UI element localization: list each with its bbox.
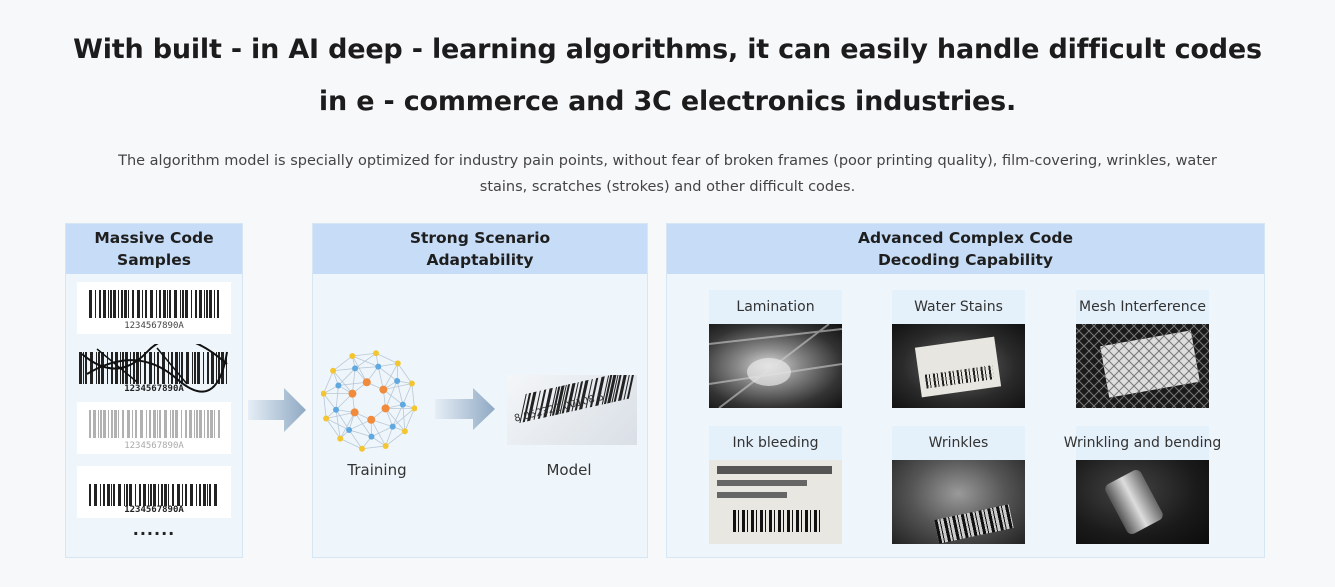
- barcode-sample-clear: 1234567890A: [77, 466, 231, 518]
- decoding-item-wrinkling-and-bending: Wrinkling and bending: [1064, 426, 1221, 544]
- panel-title-line-2: Adaptability: [426, 251, 534, 269]
- scratch-strokes-icon: [81, 344, 228, 393]
- decoding-item-water-stains: Water Stains: [892, 290, 1025, 408]
- decoding-item-label: Water Stains: [892, 290, 1025, 324]
- headline: With built - in AI deep - learning algor…: [0, 24, 1335, 128]
- decoding-item-wrinkles: Wrinkles: [892, 426, 1025, 544]
- bottle-shape: [1103, 467, 1165, 537]
- barcode-bars: [89, 484, 219, 506]
- text-line: [717, 480, 807, 486]
- barcode-icon: [733, 510, 823, 532]
- decoding-item-mesh-interference: Mesh Interference: [1076, 290, 1209, 408]
- decoding-item-label: Ink bleeding: [709, 426, 842, 460]
- barcode-sample-faded: 1234567890A: [77, 402, 231, 454]
- panel-title-line-1: Massive Code: [94, 229, 214, 247]
- barcode-model-image: 8 052322 00108 5: [507, 375, 637, 445]
- neural-network-icon: [321, 350, 417, 452]
- decoding-item-lamination: Lamination: [709, 290, 842, 408]
- barcode-icon: [934, 504, 1014, 544]
- barcode-sample-scratched: 1234567890A: [77, 344, 231, 396]
- panel-title-line-1: Advanced Complex Code: [857, 229, 1073, 247]
- panel-header: Massive Code Samples: [66, 224, 242, 274]
- subline-line-2: stains, scratches (strokes) and other di…: [479, 179, 856, 195]
- barcode-icon: [924, 365, 995, 389]
- label-card: [914, 336, 1002, 398]
- arrow-right-icon: [435, 388, 495, 430]
- panel-header: Advanced Complex Code Decoding Capabilit…: [667, 224, 1264, 274]
- barcode-number: 1234567890A: [124, 505, 184, 515]
- decoding-item-ink-bleeding: Ink bleeding: [709, 426, 842, 544]
- text-line: [717, 466, 832, 474]
- barcode-number: 1234567890A: [124, 441, 184, 451]
- model-label: Model: [546, 461, 592, 479]
- barcode-number: 1234567890A: [124, 384, 184, 394]
- barcode-bars: [89, 290, 219, 318]
- headline-line-1: With built - in AI deep - learning algor…: [73, 34, 1262, 65]
- mesh-interference-photo: [1076, 324, 1209, 408]
- training-label: Training: [347, 461, 407, 479]
- subline-line-1: The algorithm model is specially optimiz…: [118, 153, 1217, 169]
- panel-title-line-2: Decoding Capability: [877, 251, 1054, 269]
- decoding-item-label: Wrinkling and bending: [1064, 426, 1221, 460]
- decoding-item-label: Wrinkles: [892, 426, 1025, 460]
- arrow-right-icon: [248, 388, 306, 432]
- panel-header: Strong Scenario Adaptability: [313, 224, 647, 274]
- more-samples-ellipsis: ......: [132, 520, 176, 539]
- wrinkling-bending-photo: [1076, 460, 1209, 544]
- panel-massive-code-samples: Massive Code Samples 1234567890A 1234567…: [65, 223, 243, 558]
- ink-bleeding-photo: [709, 460, 842, 544]
- barcode-sample-broken: 1234567890A: [77, 282, 231, 334]
- panel-title-line-2: Samples: [117, 251, 191, 269]
- decoding-item-label: Lamination: [709, 290, 842, 324]
- panel-title-line-1: Strong Scenario: [409, 229, 551, 247]
- subline: The algorithm model is specially optimiz…: [70, 148, 1265, 200]
- decoding-item-label: Mesh Interference: [1076, 290, 1209, 324]
- barcode-icon: 8 052322 00108 5: [513, 375, 636, 425]
- barcode-bars: [89, 410, 220, 438]
- headline-line-2: in e - commerce and 3C electronics indus…: [318, 86, 1017, 117]
- lamination-photo: [709, 324, 842, 408]
- panel-complex-code-decoding: Advanced Complex Code Decoding Capabilit…: [666, 223, 1265, 558]
- text-line: [717, 492, 787, 498]
- panel-scenario-adaptability: Strong Scenario Adaptability Training 8 …: [312, 223, 648, 558]
- water-stains-photo: [892, 324, 1025, 408]
- wrinkles-photo: [892, 460, 1025, 544]
- barcode-number: 1234567890A: [124, 321, 184, 331]
